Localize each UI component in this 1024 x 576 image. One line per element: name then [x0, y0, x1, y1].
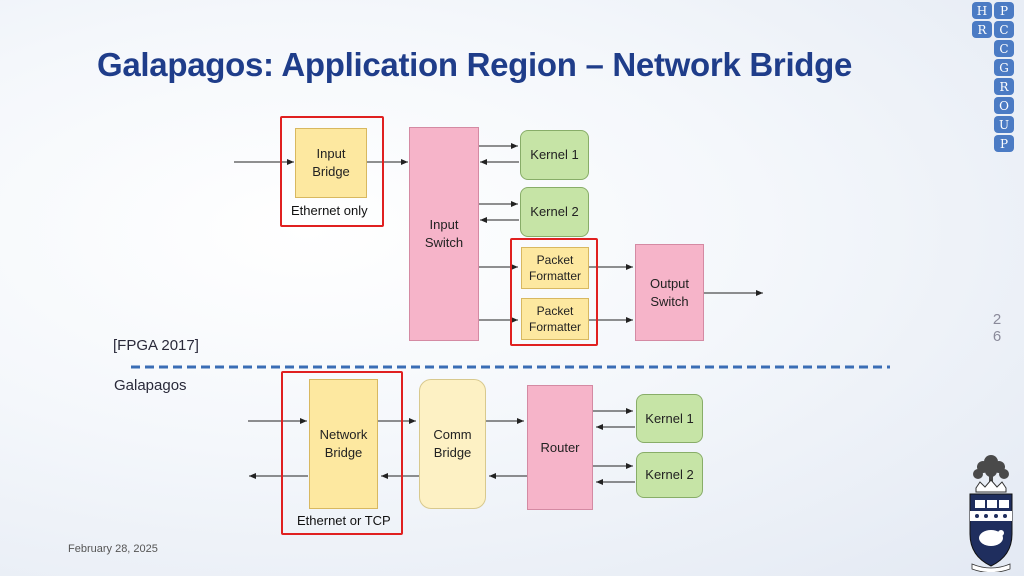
network-bridge-highlight: [281, 371, 403, 535]
slide-title: Galapagos: Application Region – Network …: [97, 46, 853, 83]
logo-letter: G: [999, 61, 1009, 75]
logo-letter: C: [999, 42, 1008, 56]
packet-formatter2-block: Packet Formatter: [521, 298, 589, 340]
packet-formatter-highlight: [510, 238, 598, 346]
logo-letter: P: [1000, 137, 1008, 151]
top-kernel1-block: Kernel 1: [520, 130, 589, 180]
slide-date: February 28, 2025: [68, 543, 158, 555]
logo-letter: C: [999, 23, 1008, 37]
logo-puzzle-piece: [994, 116, 1014, 133]
citation-label: [FPGA 2017]: [113, 337, 199, 354]
logo-puzzle-piece: [972, 2, 992, 19]
router-block: Router: [527, 385, 593, 510]
logo-puzzle-piece: [994, 78, 1014, 95]
comm-bridge-block: Comm Bridge: [419, 379, 486, 509]
network-bridge-caption: Ethernet or TCP: [297, 513, 391, 528]
network-bridge-block: Network Bridge: [309, 379, 378, 509]
input-bridge-block: Input Bridge: [295, 128, 367, 198]
logo-letter: R: [999, 80, 1009, 94]
packet-formatter1-block: Packet Formatter: [521, 247, 589, 289]
logo-puzzle-piece: [972, 21, 992, 38]
logo-letter: O: [999, 99, 1009, 113]
input-bridge-caption: Ethernet only: [291, 203, 368, 218]
logo-puzzle-piece: [994, 21, 1014, 38]
input-switch-block: Input Switch: [409, 127, 479, 341]
input-bridge-highlight: [280, 116, 384, 227]
logo-puzzle-piece: [994, 59, 1014, 76]
top-kernel2-block: Kernel 2: [520, 187, 589, 237]
logo-letter: H: [977, 4, 987, 18]
output-switch-block: Output Switch: [635, 244, 704, 341]
bottom-kernel2-block: Kernel 2: [636, 452, 703, 498]
logo-puzzle-piece: [994, 2, 1014, 19]
logo-letter: R: [977, 23, 987, 37]
logo-puzzle-piece: [994, 40, 1014, 57]
logo-letter: U: [999, 118, 1009, 132]
bottom-kernel1-block: Kernel 1: [636, 394, 703, 443]
logo-puzzle-piece: [994, 97, 1014, 114]
galapagos-section-label: Galapagos: [114, 377, 187, 394]
logo-letter: P: [1000, 4, 1008, 18]
university-crest-logo: [969, 455, 1013, 572]
logo-puzzle-piece: [994, 135, 1014, 152]
